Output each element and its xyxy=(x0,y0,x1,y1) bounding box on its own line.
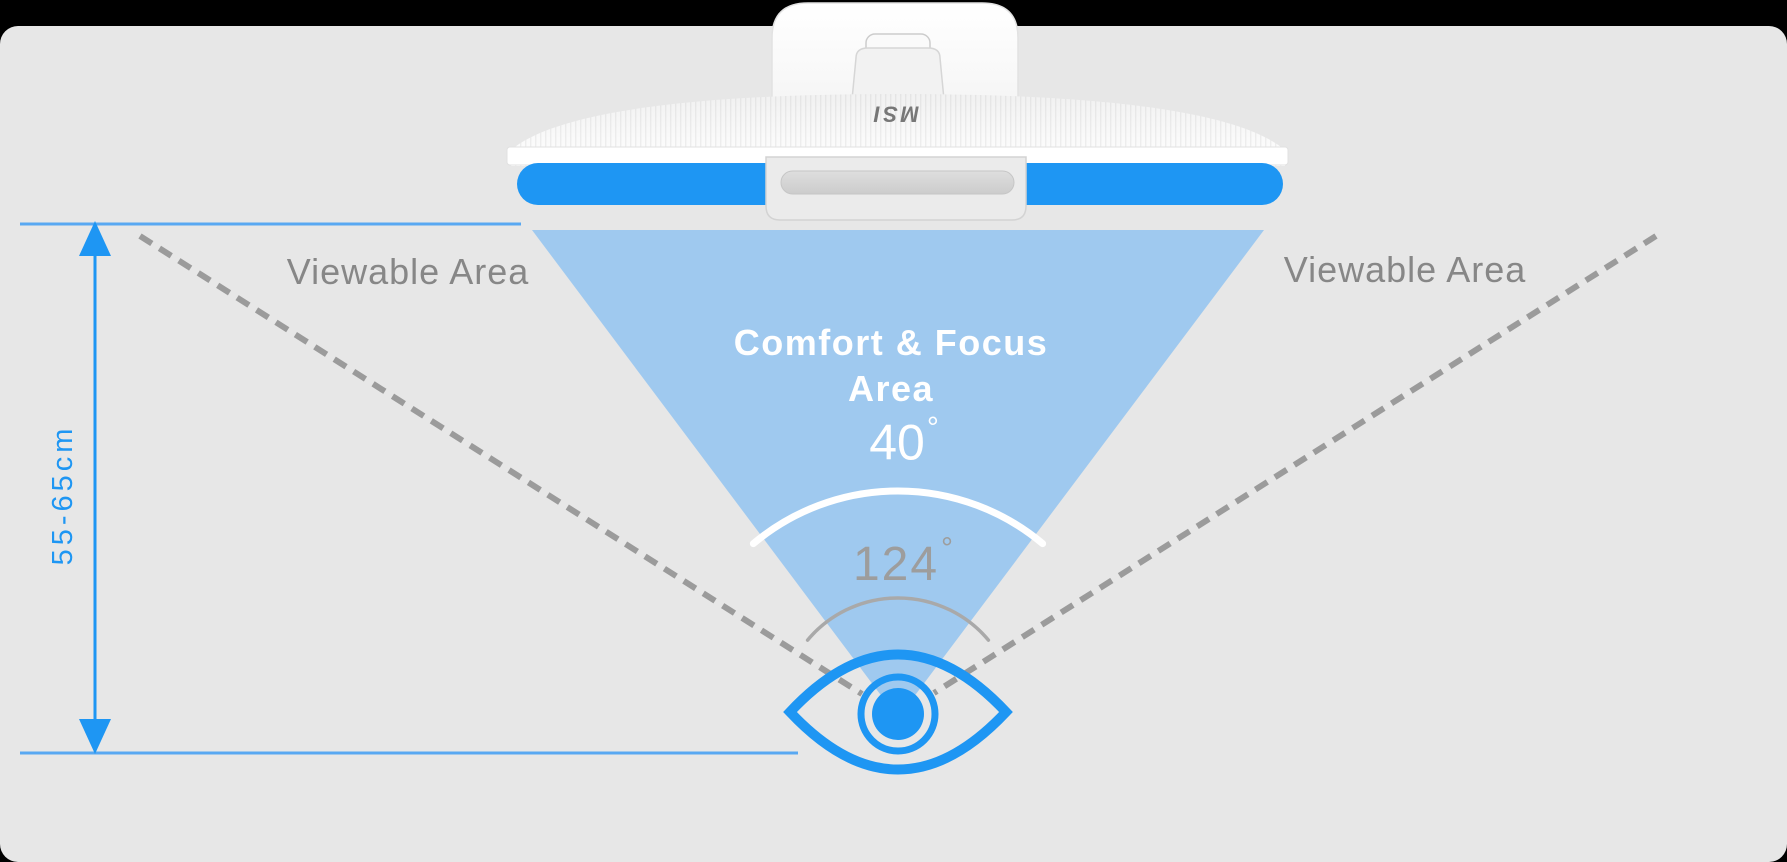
sightline-dashed-left xyxy=(138,233,864,697)
eye-iris xyxy=(857,673,939,755)
viewable-area-label-left: Viewable Area xyxy=(286,251,530,293)
webcam-slot xyxy=(780,170,1015,195)
comfort-focus-label: Comfort & Focus Area xyxy=(734,320,1049,412)
comfort-focus-line2: Area xyxy=(847,368,935,409)
viewable-angle-label: 124° xyxy=(853,532,955,592)
measure-arrow-up-icon xyxy=(79,221,111,256)
comfort-angle-label: 40° xyxy=(869,412,939,471)
viewable-angle-degree-symbol: ° xyxy=(941,532,956,566)
comfort-angle-value: 40 xyxy=(869,414,925,471)
distance-range-label: 55-65cm xyxy=(47,424,80,566)
monitor-top-view: MSI xyxy=(506,2,1289,221)
eye-pupil xyxy=(872,688,924,740)
msi-logo: MSI xyxy=(871,102,919,127)
comfort-focus-line1: Comfort & Focus xyxy=(733,322,1049,363)
comfort-angle-degree-symbol: ° xyxy=(926,411,939,445)
comfort-focus-cone xyxy=(532,230,1264,718)
measure-arrow-down-icon xyxy=(79,719,111,754)
viewable-area-label-right: Viewable Area xyxy=(1283,249,1527,291)
eye-icon xyxy=(783,649,1013,775)
sightline-dashed-right xyxy=(932,233,1658,696)
viewable-angle-value: 124 xyxy=(852,538,940,592)
comfort-angle-arc xyxy=(749,487,1047,548)
viewable-angle-arc xyxy=(805,596,991,642)
eye-outline xyxy=(783,649,1013,775)
